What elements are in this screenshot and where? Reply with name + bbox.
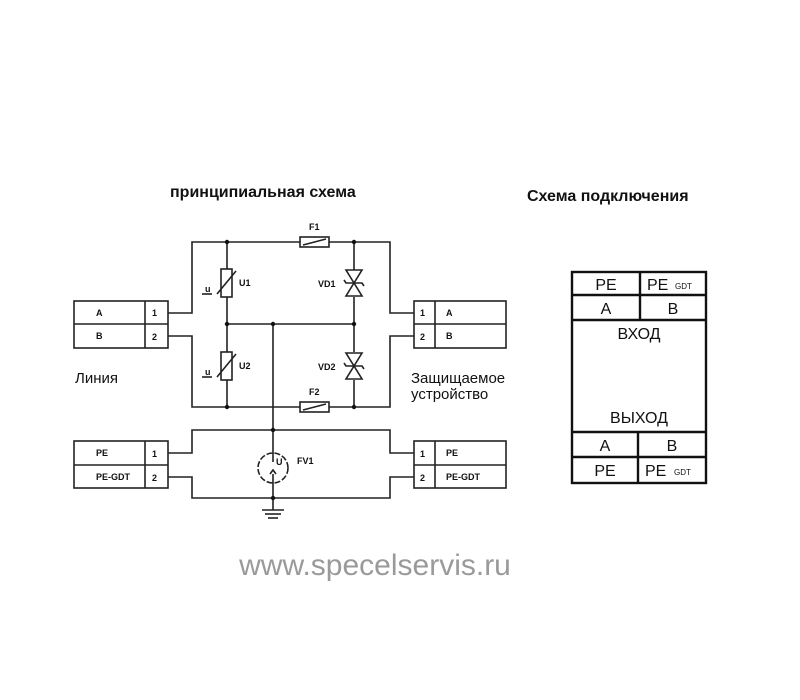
table-top-pe: PE — [595, 277, 616, 294]
terminal-label: PE — [446, 448, 458, 458]
terminal-label: B — [96, 331, 103, 341]
fv1-mark: U — [276, 457, 283, 467]
vd2-label: VD2 — [318, 362, 336, 372]
left-pe-terminal-block: PE 1 PE-GDT 2 — [73, 440, 169, 489]
terminal-label: PE-GDT — [96, 472, 131, 482]
varistor-u1 — [202, 268, 237, 298]
table-bottom-pe-gdt: PE — [645, 463, 666, 480]
terminal-label: A — [446, 308, 453, 318]
table-top-pe-gdt: PE — [647, 277, 668, 294]
table-top-a: A — [601, 301, 612, 318]
table-bottom-a: A — [600, 438, 611, 455]
f2-label: F2 — [309, 387, 320, 397]
fuse-f1 — [299, 236, 330, 248]
tvs-diode-vd2 — [343, 352, 365, 380]
tvs-diode-vd1 — [343, 269, 365, 297]
pin-number: 2 — [420, 332, 425, 342]
table-top-gdt-sub: GDT — [675, 282, 692, 291]
terminal-label: A — [96, 308, 103, 318]
fv1-label: FV1 — [297, 456, 314, 466]
u1-label: U1 — [239, 278, 251, 288]
table-top-b: B — [668, 301, 679, 318]
terminal-label: PE — [96, 448, 108, 458]
table-bottom-pe: PE — [594, 463, 615, 480]
pin-number: 1 — [420, 308, 425, 318]
device-caption-line1: Защищаемое — [411, 370, 505, 387]
u2-label: U2 — [239, 361, 251, 371]
fuse-f2 — [299, 401, 330, 413]
output-label: ВЫХОД — [610, 410, 668, 427]
connection-table: PE PE GDT A B ВХОД ВЫХОД A B PE PE GDT — [570, 270, 708, 485]
pin-number: 2 — [152, 332, 157, 342]
circuit-wires — [168, 239, 414, 519]
f1-label: F1 — [309, 222, 320, 232]
right-line-terminal-block: 1 A 2 B — [413, 300, 507, 349]
pin-number: 1 — [152, 308, 157, 318]
right-pe-terminal-block: 1 PE 2 PE-GDT — [413, 440, 507, 489]
u2-mark: u — [205, 367, 211, 377]
terminal-label: PE-GDT — [446, 472, 481, 482]
schematic-title: принципиальная схема — [170, 184, 356, 201]
connection-title: Схема подключения — [527, 188, 689, 205]
table-bottom-gdt-sub: GDT — [674, 468, 691, 477]
watermark: www.specelservis.ru — [238, 549, 511, 582]
terminal-label: B — [446, 331, 453, 341]
pin-number: 2 — [420, 473, 425, 483]
pin-number: 2 — [152, 473, 157, 483]
line-caption: Линия — [75, 370, 118, 387]
varistor-u2 — [202, 351, 237, 381]
pin-number: 1 — [420, 449, 425, 459]
input-label: ВХОД — [617, 326, 660, 343]
table-bottom-b: B — [667, 438, 678, 455]
gas-discharge-tube-fv1 — [257, 452, 289, 484]
u1-mark: u — [205, 284, 211, 294]
pin-number: 1 — [152, 449, 157, 459]
left-line-terminal-block: A 1 B 2 — [73, 300, 169, 349]
vd1-label: VD1 — [318, 279, 336, 289]
device-caption-line2: устройство — [411, 386, 488, 403]
